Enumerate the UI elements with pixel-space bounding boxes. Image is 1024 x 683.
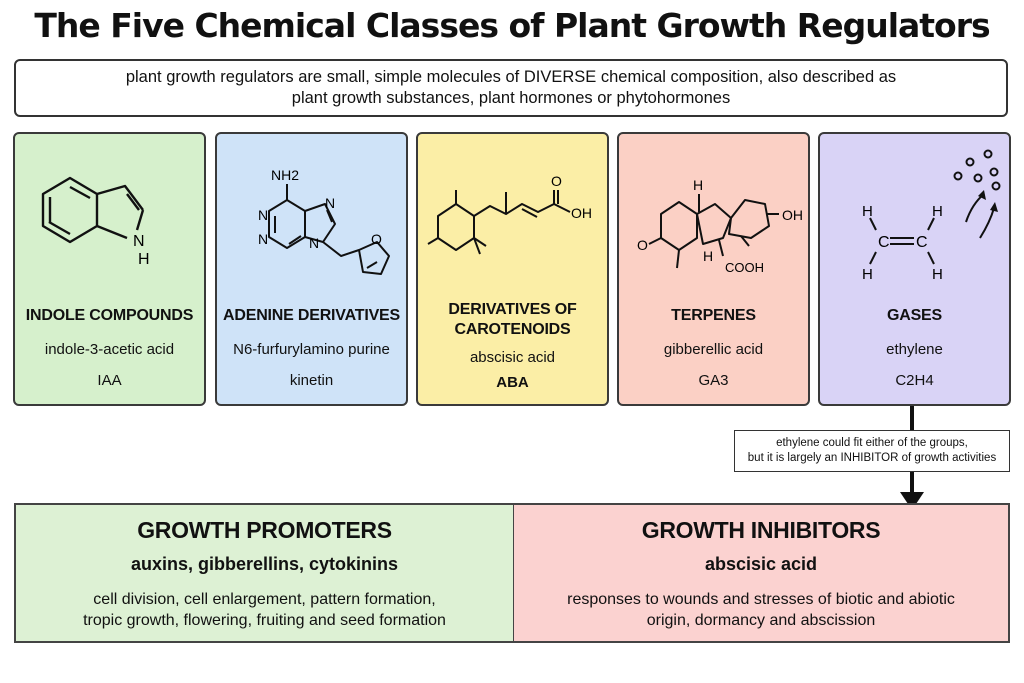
class-name: GASES [886, 307, 943, 324]
page-title: The Five Chemical Classes of Plant Growt… [34, 6, 990, 45]
compound-abbr: ABA [496, 374, 529, 391]
class-name-line-2: CAROTENOIDS [454, 321, 571, 338]
ethylene-note: ethylene could fit either of the groups,… [734, 430, 1010, 472]
atom-n: N [133, 233, 145, 250]
card-terpenes: H H OH O COOH TERPENES gibberellic acid … [617, 132, 810, 406]
promoters-desc-line-1: cell division, cell enlargement, pattern… [93, 591, 436, 608]
atom-h: H [703, 248, 713, 264]
note-line-1: ethylene could fit either of the groups, [776, 437, 968, 449]
intro-line-1: plant growth regulators are small, simpl… [125, 68, 897, 86]
kinetin-structure-icon: NH2 N N N N O [258, 167, 390, 275]
inhibitors-examples: abscisic acid [704, 554, 818, 574]
promoters-description: cell division, cell enlargement, pattern… [16, 589, 513, 631]
atom-nh2: NH2 [271, 167, 299, 183]
promoters-desc-line-2: tropic growth, flowering, fruiting and s… [83, 612, 446, 629]
compound-abbr: kinetin [289, 372, 334, 389]
atom-h: H [862, 203, 873, 220]
card-adenine-derivatives: NH2 N N N N O ADENINE DERIVATIVES N6-fur… [215, 132, 408, 406]
card-indole-compounds: N H INDOLE COMPOUNDS indole-3-acetic aci… [13, 132, 206, 406]
inhibitors-desc-line-2: origin, dormancy and abscission [646, 612, 876, 629]
atom-h: H [138, 251, 150, 268]
gibberellic-acid-structure-icon: H H OH O COOH [637, 177, 803, 275]
compound-name: abscisic acid [469, 349, 556, 366]
ethylene-structure-icon: C C H H H H [862, 149, 1001, 283]
growth-inhibitors-box: GROWTH INHIBITORS abscisic acid response… [513, 503, 1010, 643]
class-name: TERPENES [671, 307, 756, 324]
atom-o: O [551, 173, 562, 189]
compound-name: indole-3-acetic acid [44, 341, 175, 358]
class-name: INDOLE COMPOUNDS [25, 307, 194, 324]
inhibitors-description: responses to wounds and stresses of biot… [514, 589, 1008, 631]
atom-o: O [371, 231, 382, 247]
atom-h: H [932, 266, 943, 283]
atom-c: C [916, 234, 928, 251]
atom-c: C [878, 234, 890, 251]
atom-h: H [932, 203, 943, 220]
atom-n: N [325, 195, 335, 211]
inhibitors-desc-line-1: responses to wounds and stresses of biot… [567, 591, 955, 608]
atom-h: H [693, 177, 703, 193]
atom-o: O [637, 237, 648, 253]
atom-n: N [309, 235, 319, 251]
inhibitors-heading: GROWTH INHIBITORS [641, 517, 881, 543]
compound-abbr: IAA [97, 372, 122, 389]
indole-structure-icon: N H [41, 176, 150, 268]
compound-name: gibberellic acid [663, 341, 764, 358]
atom-oh: OH [571, 205, 592, 221]
compound-name: ethylene [886, 341, 943, 358]
compound-name: N6-furfurylamino purine [233, 341, 390, 358]
compound-abbr: C2H4 [895, 372, 934, 389]
growth-promoters-box: GROWTH PROMOTERS auxins, gibberellins, c… [14, 503, 514, 643]
promoters-examples: auxins, gibberellins, cytokinins [130, 554, 399, 574]
intro-line-2: plant growth substances, plant hormones … [291, 89, 731, 107]
compound-abbr: GA3 [698, 372, 729, 389]
atom-n: N [258, 231, 268, 247]
class-name-line-1: DERIVATIVES OF [448, 301, 577, 318]
intro-box: plant growth regulators are small, simpl… [14, 59, 1008, 117]
promoters-heading: GROWTH PROMOTERS [137, 517, 392, 543]
atom-h: H [862, 266, 873, 283]
atom-n: N [258, 207, 268, 223]
arrow-down-icon [900, 492, 924, 510]
atom-cooh: COOH [725, 260, 764, 275]
abscisic-acid-structure-icon: O OH [427, 173, 592, 255]
card-derivatives-of-carotenoids: O OH DERIVATIVES OF CAROTENOIDS abscisic… [416, 132, 609, 406]
class-name: ADENINE DERIVATIVES [223, 307, 400, 324]
atom-oh: OH [782, 207, 803, 223]
card-gases: C C H H H H GASES ethylene C2H4 [818, 132, 1011, 406]
note-line-2: but it is largely an INHIBITOR of growth… [747, 452, 997, 464]
